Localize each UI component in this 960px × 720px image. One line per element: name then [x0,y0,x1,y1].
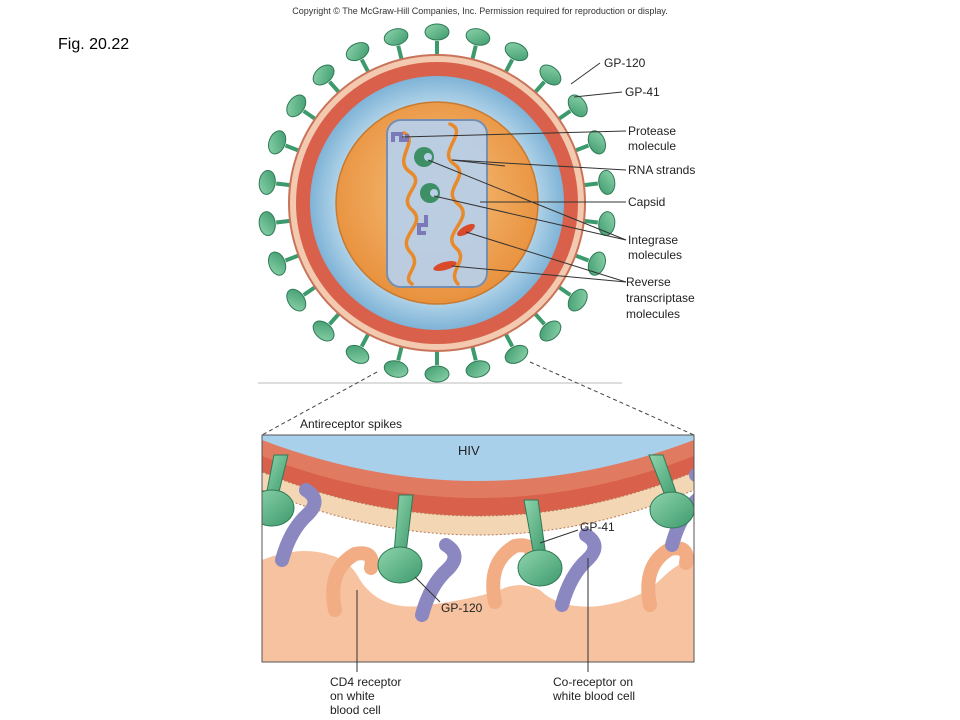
label-capsid: Capsid [628,195,665,209]
gp120-head [312,320,335,342]
label-rt-1: Reverse [626,275,671,289]
gp120-head [567,94,588,118]
hiv-envelope-top [262,440,694,498]
zoom-line-right [529,361,695,436]
gp120-head [383,28,409,46]
gp120-head [504,344,529,364]
gp120-head [345,42,370,62]
zoom-line-left [261,371,378,436]
gp120-head [539,64,562,86]
gp120-head [465,28,491,46]
gp120-head [262,489,295,527]
copyright-notice: Copyright © The McGraw-Hill Companies, I… [292,6,668,16]
gp120-head [268,251,287,276]
gp120-head [286,94,307,118]
label-protease-2: molecule [628,139,676,153]
rna-strand-2 [446,122,465,286]
label-hiv: HIV [458,443,480,458]
inset-labels: Antireceptor spikes HIV GP-41 GP-120 CD4… [300,417,635,717]
label-inset-gp120: GP-120 [441,601,483,615]
gp120-head [424,23,450,41]
hiv-envelope [262,455,694,516]
rna-strand-1 [402,131,419,286]
virion-leader-lines [401,62,627,283]
gp120-head [383,360,409,378]
white-blood-cell [262,551,694,662]
gp120-head [258,211,276,237]
gp120-head [465,360,491,378]
protease-molecule [391,132,409,142]
label-co-1: Co-receptor on [553,675,633,689]
integrase-molecule-2-hole [430,189,438,197]
label-gp41: GP-41 [625,85,660,99]
protease-molecule-2 [417,215,428,235]
label-integrase-2: molecules [628,248,682,262]
label-rt-3: molecules [626,307,680,321]
label-cd4-2: on white [330,689,375,703]
gp120-head [504,42,529,62]
virion [258,23,616,383]
reverse-transcriptase-2 [433,261,457,271]
label-inset-gp41: GP-41 [580,520,615,534]
gp120-head [649,491,694,529]
cd4-receptor [326,546,379,617]
gp120-head [268,130,287,155]
label-co-2: white blood cell [552,689,635,703]
gp120-head [258,169,276,195]
gp120-head [598,169,616,195]
gp120-head [517,549,563,587]
label-antireceptor: Antireceptor spikes [300,417,402,431]
inset-panel [262,435,694,662]
inset-border [261,434,695,663]
capsid [386,119,488,288]
gp120-head [286,288,307,312]
virion-labels: GP-120 GP-41 Protease molecule RNA stran… [604,56,695,321]
gp120-head [377,546,423,584]
gp120-head [539,320,562,342]
gp120-head [345,344,370,364]
integrase-molecule-1-hole [424,153,432,161]
label-protease-1: Protease [628,124,676,138]
label-integrase-1: Integrase [628,233,678,247]
gp120-head [567,288,588,312]
gp120-head [424,365,450,383]
label-cd4-3: blood cell [330,703,381,717]
co-receptor [665,468,694,552]
label-rt-2: transcriptase [626,291,695,305]
gp120-head [312,64,335,86]
label-rna: RNA strands [628,163,695,177]
inset-leader-lines [356,529,589,672]
label-cd4-1: CD4 receptor [330,675,401,689]
spike-ring [258,23,616,383]
gp120-head [587,251,606,276]
co-receptor [275,483,322,567]
co-receptor [415,538,462,622]
reverse-transcriptase-1 [457,223,475,237]
gp120-head [587,130,606,155]
figure-label: Fig. 20.22 [58,36,130,53]
label-gp120: GP-120 [604,56,646,70]
